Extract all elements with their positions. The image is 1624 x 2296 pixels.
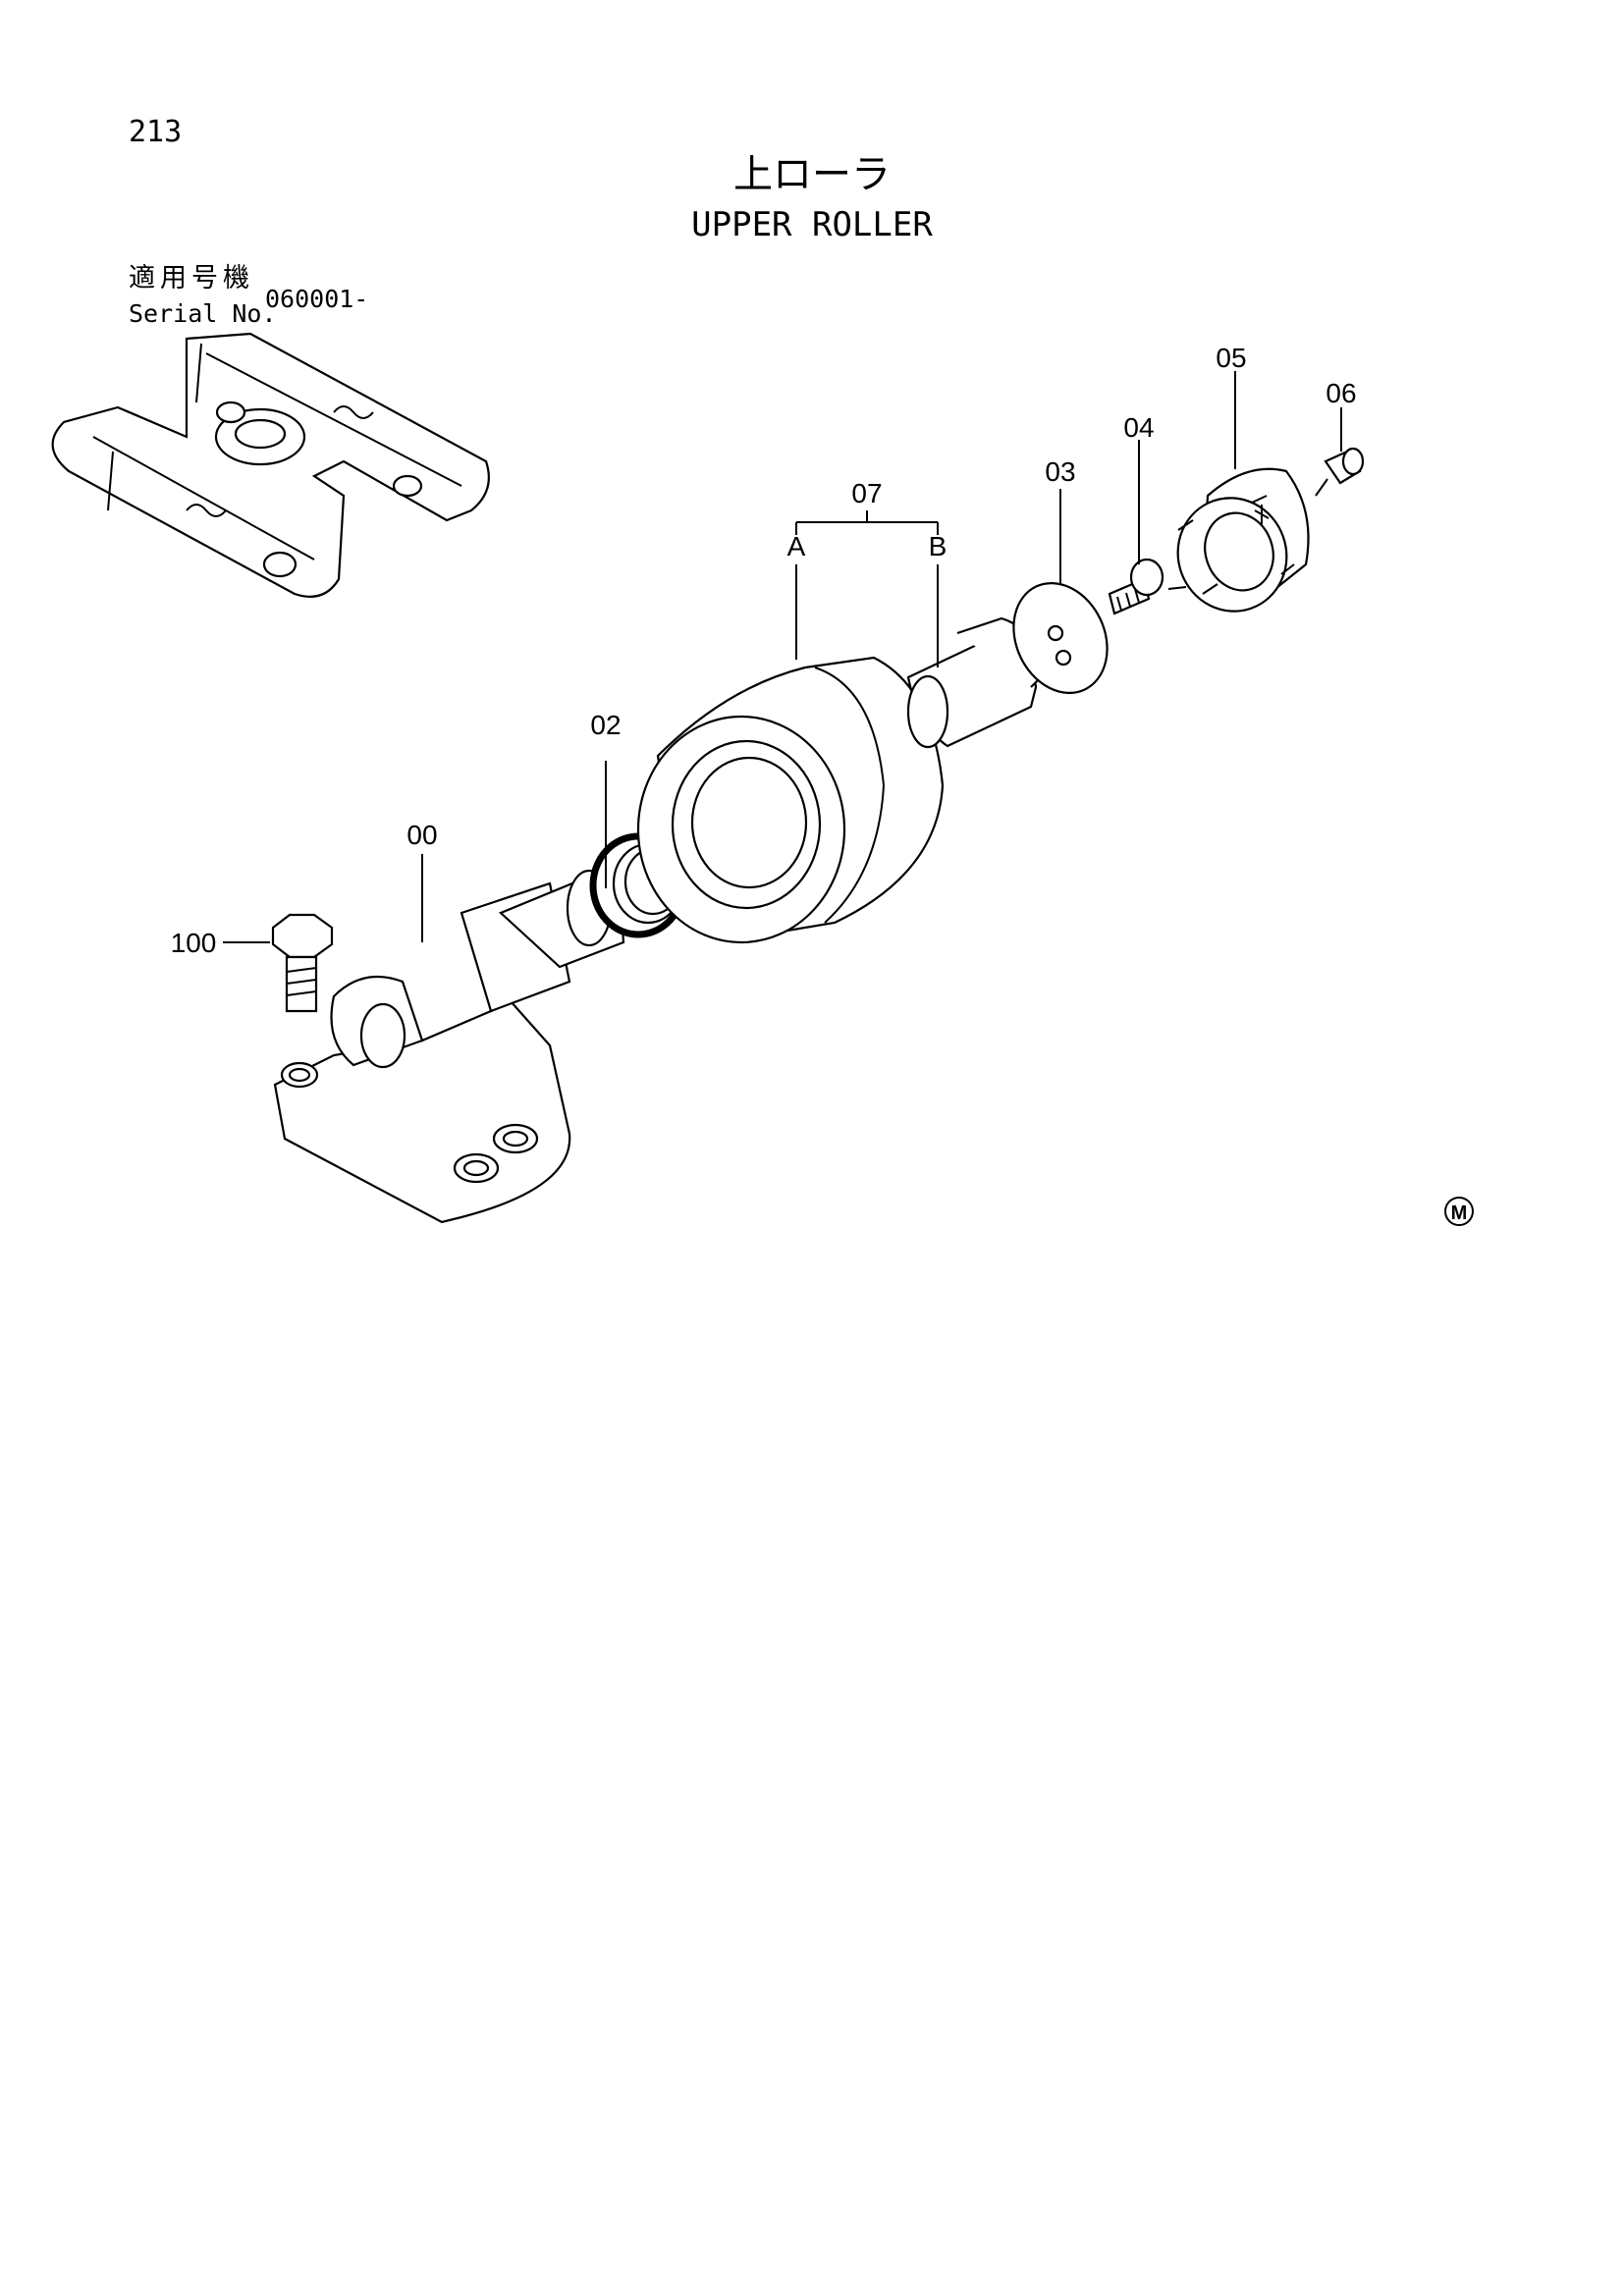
part-07a-roller-body [636,656,945,944]
page-title-english: UPPER ROLLER [691,205,933,244]
part-06-plug [1324,447,1365,485]
part-100-bolt [271,913,334,1013]
callout-07-a: A [787,531,806,561]
callout-03: 03 [1045,456,1075,487]
part-03-thrust-plate [1012,581,1109,695]
serial-number-range: 060001- [265,285,369,313]
callout-leader-lines [223,371,1342,943]
serial-label-english: Serial No. [129,299,277,328]
callout-04: 04 [1123,412,1154,443]
page-title-japanese: 上ローラ [733,152,891,197]
circled-m-letter: M [1451,1202,1468,1224]
part-07b-bushing [906,616,1043,749]
callout-07: 07 [851,478,882,508]
callout-06: 06 [1326,378,1356,408]
callout-05: 05 [1216,343,1246,373]
part-00-bracket-shaft [273,869,625,1224]
circled-m-mark: M [1444,1197,1474,1226]
page-number: 213 [129,115,183,149]
callout-100: 100 [171,928,217,958]
callout-07-b: B [929,531,947,561]
part-04-screw [1108,558,1164,615]
serial-label-japanese: 適用号機 [129,263,254,294]
callout-02: 02 [590,710,621,740]
callout-00: 00 [406,820,437,850]
part-05-end-cap [1176,467,1310,613]
track-frame-inset [51,332,490,598]
